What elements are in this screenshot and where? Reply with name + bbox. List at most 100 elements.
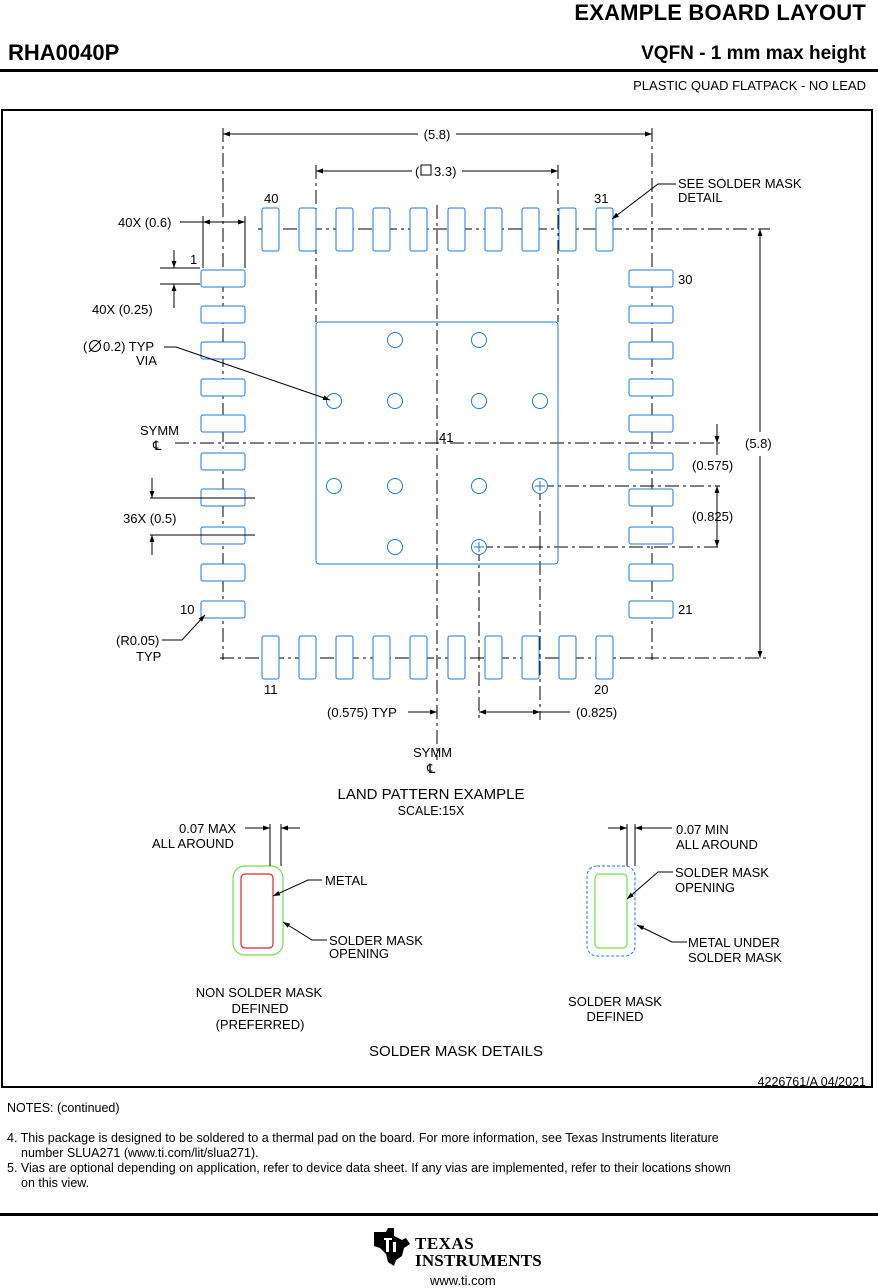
centerline-symbol-bottom: ℄ — [426, 761, 436, 776]
pad — [372, 635, 391, 680]
drawing-id: 4226761/A 04/2021 — [758, 1075, 866, 1089]
via — [387, 393, 403, 409]
pin-11-label: 11 — [264, 682, 278, 697]
via-center-marks — [474, 481, 545, 552]
pad — [200, 341, 246, 360]
pad — [484, 207, 503, 252]
centerline-symbol-left: ℄ — [152, 438, 162, 453]
note-5-line-1: 5. Vias are optional depending on applic… — [7, 1161, 731, 1175]
pads-bottom — [261, 635, 614, 680]
nsmd-metal: METAL — [325, 873, 367, 888]
pad — [521, 635, 540, 680]
note-5-line-2: on this view. — [21, 1176, 90, 1190]
symm-left: SYMM — [140, 423, 179, 438]
dim-via-pitch-right: (0.825) — [692, 509, 733, 524]
pad — [261, 207, 280, 252]
smd-metal-1: METAL UNDER — [688, 935, 780, 950]
pad — [628, 341, 674, 360]
pad — [628, 414, 674, 433]
dim-pad-square: 3.3) — [434, 164, 456, 179]
smd-opening-2: OPENING — [675, 880, 735, 895]
square-symbol-icon — [420, 164, 432, 176]
board-layout-drawing: 40 31 1 30 10 21 11 20 41 (5.8) ( 3.3) S… — [83, 127, 866, 1089]
pad — [595, 207, 614, 252]
pad — [628, 488, 674, 507]
symm-bottom: SYMM — [413, 745, 452, 760]
smd-title-2: DEFINED — [586, 1009, 643, 1024]
part-number: RHA0040P — [8, 40, 120, 65]
pin-21-label: 21 — [678, 602, 692, 617]
pad — [521, 207, 540, 252]
via-label: VIA — [136, 353, 157, 368]
nsmd-title-1: NON SOLDER MASK — [196, 985, 323, 1000]
pad — [628, 526, 674, 545]
leader-lines — [162, 183, 676, 641]
footer-rule — [0, 1213, 878, 1216]
dim-pitch: 36X (0.5) — [123, 511, 176, 526]
smd-metal-2: SOLDER MASK — [688, 950, 782, 965]
via — [326, 478, 342, 494]
pad — [447, 635, 466, 680]
pad — [200, 414, 246, 433]
via — [471, 478, 487, 494]
pin-10-label: 10 — [180, 602, 194, 617]
package-description: PLASTIC QUAD FLATPACK - NO LEAD — [633, 78, 866, 93]
notes-heading: NOTES: (continued) — [7, 1101, 120, 1115]
dim-pad-length: 40X (0.6) — [118, 215, 171, 230]
pad — [628, 305, 674, 324]
dim-via-pitch-bottom: (0.825) — [576, 705, 617, 720]
pad — [298, 207, 317, 252]
nsmd-title-3: (PREFERRED) — [216, 1017, 305, 1032]
via-dim: 0.2) TYP — [103, 339, 154, 354]
note-4-line-1: 4. This package is designed to be solder… — [7, 1131, 719, 1145]
drawing-frame — [1, 109, 873, 1088]
smd-dim-1: 0.07 MIN — [676, 822, 729, 837]
pad — [628, 600, 674, 619]
nsmd-opening-2: OPENING — [329, 946, 389, 961]
header-rule — [0, 69, 878, 72]
pad — [628, 269, 674, 288]
dim-pad-width: 40X (0.25) — [92, 302, 153, 317]
pad — [484, 635, 503, 680]
pad — [200, 452, 246, 471]
pad — [200, 600, 246, 619]
see-solder-mask-2: DETAIL — [678, 190, 723, 205]
via — [326, 393, 342, 409]
package-name: VQFN - 1 mm max height — [641, 43, 866, 64]
pin-20-label: 20 — [594, 682, 608, 697]
pad — [200, 563, 246, 582]
pin-30-label: 30 — [678, 272, 692, 287]
smd-dim-2: ALL AROUND — [676, 837, 758, 852]
note-4-line-2: number SLUA271 (www.ti.com/lit/slua271). — [21, 1146, 259, 1160]
pad — [200, 378, 246, 397]
pad — [372, 207, 391, 252]
nsmd-detail — [232, 824, 327, 956]
solder-mask-caption: SOLDER MASK DETAILS — [369, 1043, 543, 1060]
pad — [628, 378, 674, 397]
dim-radius: (R0.05) — [116, 633, 159, 648]
dim-overall-height: (5.8) — [745, 436, 772, 451]
nsmd-dim-2: ALL AROUND — [152, 836, 234, 851]
diameter-symbol-icon — [89, 340, 101, 352]
pad — [335, 635, 354, 680]
via — [387, 539, 403, 555]
brand-line-1: TEXAS — [415, 1234, 475, 1253]
dim-via-offset-right: (0.575) — [692, 458, 733, 473]
pad — [298, 635, 317, 680]
footer-url[interactable]: www.ti.com — [430, 1273, 496, 1288]
pin-31-label: 31 — [594, 191, 608, 206]
dimension-lines — [149, 131, 763, 715]
pin-1-label: 1 — [190, 252, 197, 267]
via — [387, 332, 403, 348]
pad — [628, 563, 674, 582]
pad — [409, 207, 428, 252]
nsmd-title-2: DEFINED — [231, 1001, 288, 1016]
via — [471, 332, 487, 348]
dim-overall-width: (5.8) — [424, 127, 451, 142]
dim-via-offset-bottom: (0.575) TYP — [327, 705, 397, 720]
pad — [409, 635, 428, 680]
via — [471, 393, 487, 409]
smd-opening-1: SOLDER MASK — [675, 865, 769, 880]
brand-line-2: INSTRUMENTS — [415, 1251, 542, 1270]
land-pattern-scale: SCALE:15X — [398, 804, 465, 818]
